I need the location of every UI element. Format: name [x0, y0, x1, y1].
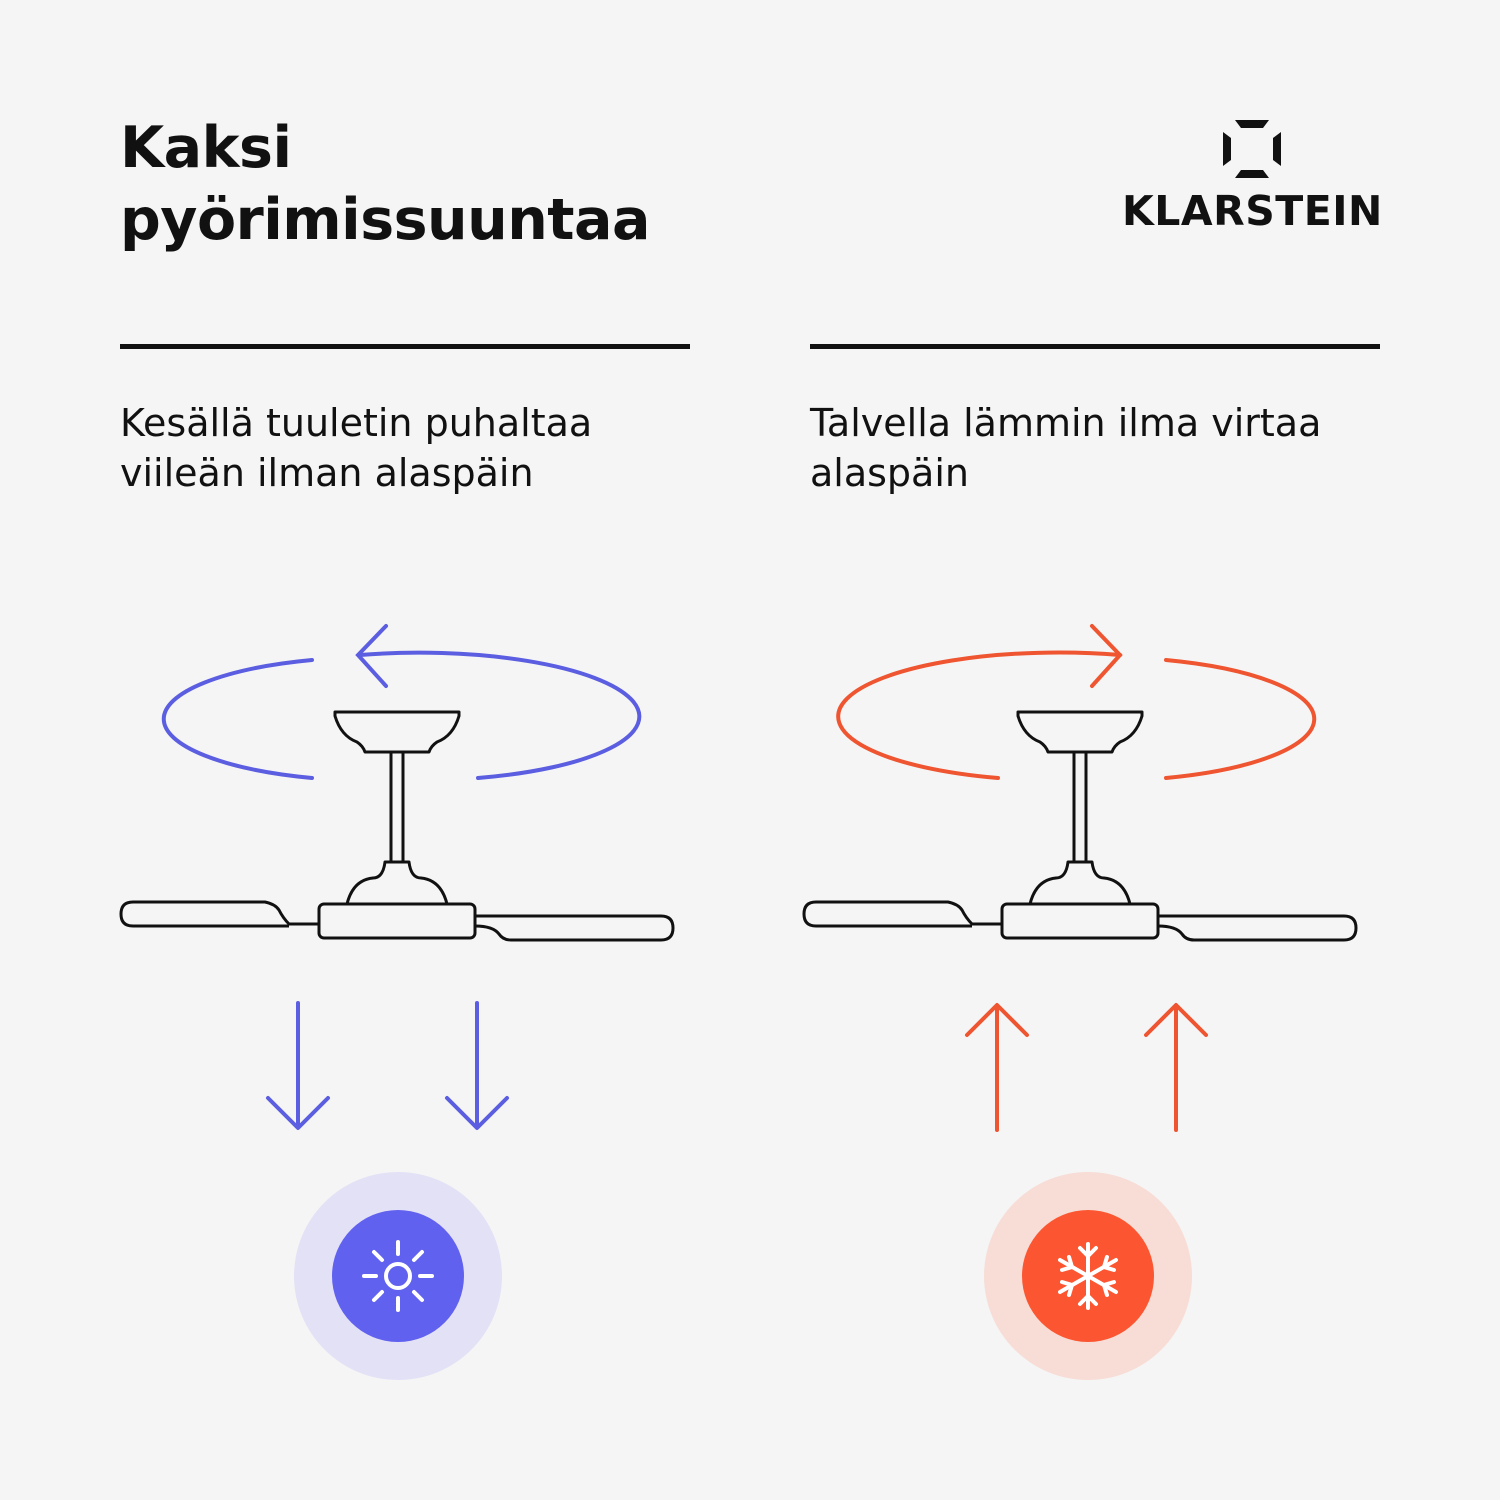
winter-caption-line-2: alaspäin [810, 451, 969, 495]
summer-caption-line-1: Kesällä tuuletin puhaltaa [120, 401, 593, 445]
divider-summer [120, 344, 690, 349]
up-arrow-icon [1144, 1003, 1208, 1132]
page-title: Kaksi pyörimissuuntaa [120, 112, 650, 256]
summer-mode-badge [294, 1172, 502, 1380]
winter-rotation-arrow [836, 624, 1317, 780]
summer-fan-icon [119, 710, 675, 942]
snowflake-icon [1058, 1242, 1118, 1310]
summer-arrowhead [355, 624, 388, 688]
title-line-2: pyörimissuuntaa [120, 187, 650, 253]
winter-mode-badge [984, 1172, 1192, 1380]
down-arrow-icon [445, 1001, 509, 1130]
winter-fan-icon [802, 710, 1358, 942]
summer-orbit [161, 658, 314, 780]
brand-name: KLARSTEIN [1122, 187, 1383, 235]
down-arrow-icon [266, 1001, 330, 1130]
summer-orbit-front [358, 650, 642, 780]
up-arrow-icon [965, 1003, 1029, 1132]
winter-caption: Talvella lämmin ilma virtaa alaspäin [810, 398, 1410, 498]
winter-orbit-front [836, 650, 1122, 780]
winter-arrowhead [1090, 624, 1123, 688]
title-line-1: Kaksi [120, 115, 292, 181]
winter-orbit [1164, 658, 1317, 780]
summer-airflow-down-arrows [266, 1001, 509, 1130]
summer-badge-core [332, 1210, 464, 1342]
sun-icon [362, 1240, 434, 1312]
klarstein-logo-icon [1223, 120, 1281, 178]
summer-caption-line-2: viileän ilman alaspäin [120, 451, 534, 495]
brand-logo: KLARSTEIN [1122, 118, 1382, 236]
divider-winter [810, 344, 1380, 349]
summer-rotation-arrow [161, 624, 642, 780]
winter-caption-line-1: Talvella lämmin ilma virtaa [810, 401, 1322, 445]
winter-airflow-up-arrows [965, 1003, 1208, 1132]
summer-caption: Kesällä tuuletin puhaltaa viileän ilman … [120, 398, 720, 498]
